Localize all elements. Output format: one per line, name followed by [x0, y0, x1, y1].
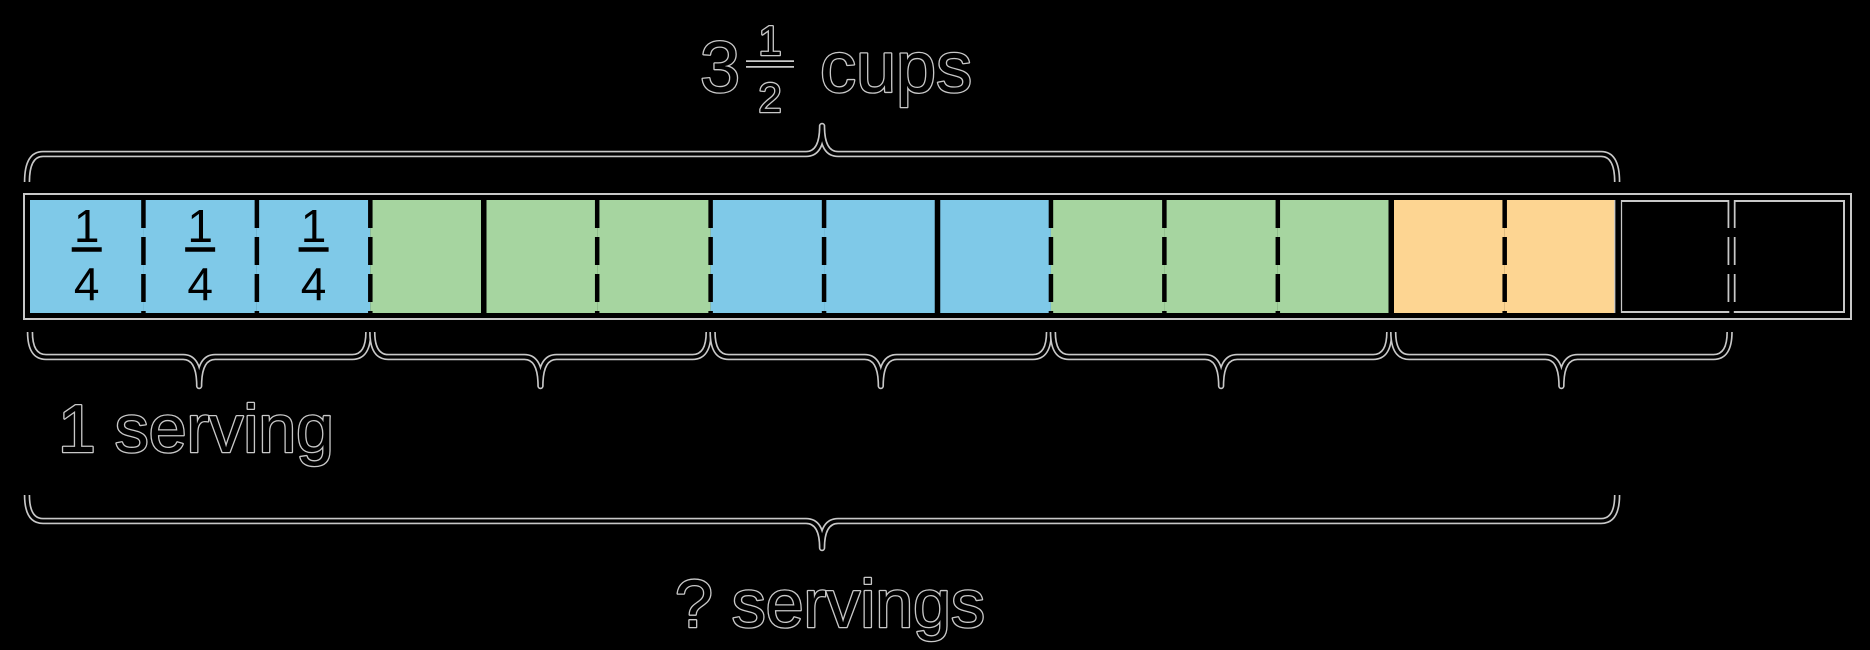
bottom-brace — [23, 494, 1621, 552]
tape-cell-green — [597, 200, 711, 313]
tape-cell-orange — [1504, 200, 1619, 313]
title-fraction-denominator: 2 — [758, 74, 781, 121]
tape-cell-green — [1050, 200, 1165, 313]
tape-cell-blue — [30, 200, 144, 313]
tape-cell-blue — [824, 200, 938, 313]
serving-brace-5 — [1391, 331, 1732, 388]
title-unit: cups — [820, 28, 972, 108]
top-brace-path — [25, 124, 1619, 183]
cell-fraction-labels: 1 4 1 4 1 4 — [71, 200, 329, 310]
question-servings-label: ? servings — [675, 566, 985, 642]
tape-cells — [30, 200, 1619, 313]
tape-cell-green — [483, 200, 598, 313]
title-fraction-numerator: 1 — [758, 17, 781, 64]
serving-brace-2 — [370, 331, 711, 388]
cell-fraction-denominator: 4 — [187, 258, 213, 310]
tape-cell-green — [1164, 200, 1278, 313]
serving-brace-3 — [711, 331, 1051, 388]
title-whole-number: 3 — [700, 28, 740, 108]
tape-cell-green — [370, 200, 484, 313]
cell-fraction-numerator: 1 — [301, 200, 327, 252]
tape-cell-blue — [937, 200, 1051, 313]
serving-brace-4 — [1051, 331, 1391, 388]
top-brace — [23, 122, 1621, 183]
tape-cell-blue — [710, 200, 825, 313]
serving-brace-1 — [28, 331, 370, 388]
title-mixed-number: 3 1 2 cups — [699, 16, 974, 123]
serving-braces — [26, 331, 1733, 390]
bottom-brace-path — [25, 494, 1619, 550]
one-serving-label: 1 serving — [58, 391, 334, 467]
cell-dividers — [141, 200, 1736, 313]
cell-fraction-numerator: 1 — [187, 200, 213, 252]
tape-cell-orange — [1391, 200, 1505, 313]
tape-strip-border — [25, 195, 1850, 318]
strip-border — [25, 195, 1850, 318]
cell-fraction-numerator: 1 — [74, 200, 100, 252]
cell-fraction-denominator: 4 — [74, 258, 100, 310]
cell-fraction-denominator: 4 — [301, 258, 327, 310]
tape-cell-blue — [143, 200, 257, 313]
tape-cell-green — [1277, 200, 1392, 313]
tape-cell-blue — [256, 200, 371, 313]
